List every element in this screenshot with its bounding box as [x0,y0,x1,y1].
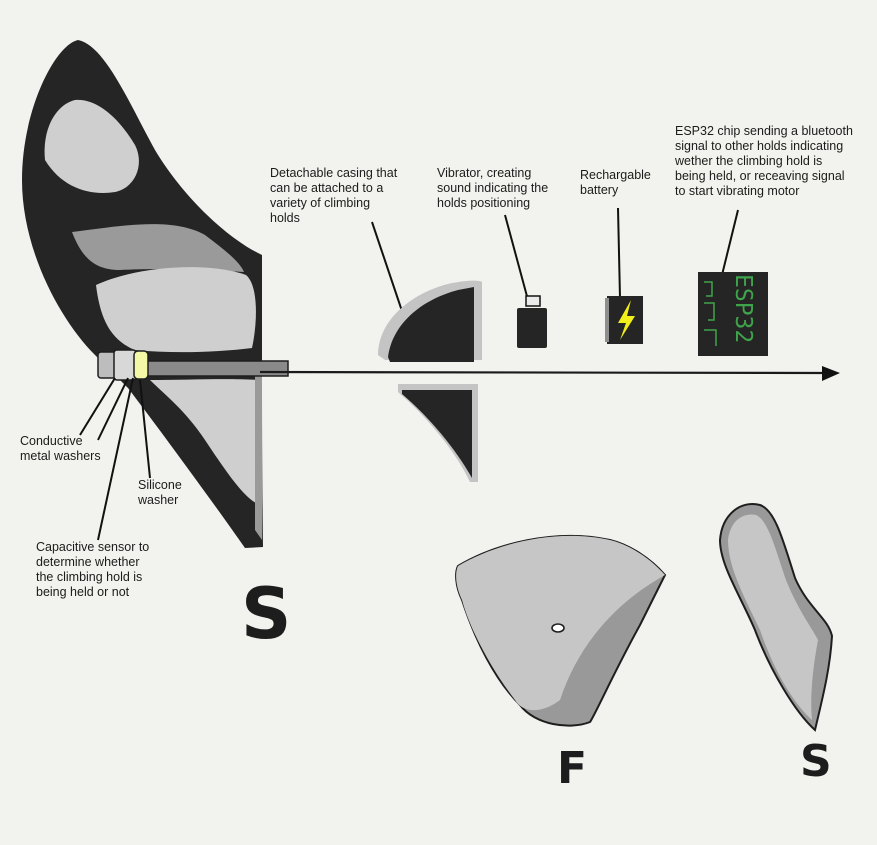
arrow-head [822,366,840,381]
leader-conductive-2 [97,377,129,441]
hold-middle-band [72,224,244,272]
chip-body [698,272,768,356]
bolt-hole [551,623,565,633]
vibrator-body [517,308,547,348]
view-letter-front: F [557,743,587,794]
leader-silicone [139,379,151,479]
leader-esp32 [721,209,739,276]
casing-upper [388,287,474,362]
battery-side [605,298,609,342]
leader-capacitive [97,377,134,541]
leader-vibrator [504,214,529,301]
bolt-shaft [127,360,289,377]
vibrator-shaft [525,295,541,307]
leader-conductive [79,377,116,436]
chip-label: ESP32 [730,274,756,343]
climbing-hold-front-view [455,534,667,727]
esp32-chip: ESP32 [698,272,768,356]
label-esp32: ESP32 chip sending a bluetooth signal to… [675,124,853,198]
leader-lines [79,207,739,541]
label-vibrator: Vibrator, creating sound indicating the … [437,166,549,210]
label-capacitive-sensor: Capacitive sensor to determine whether t… [36,540,150,599]
hold-shadow-sliver [255,375,262,540]
leader-battery [617,207,621,299]
battery [605,296,643,344]
view-letter-side-small: S [800,736,832,787]
label-silicone-washer: Silicone washer [138,478,182,507]
conductive-washer-inner [113,349,137,381]
silicone-washer [133,350,149,380]
assembly-axis-arrow [259,366,840,381]
hold-bottom-pad [150,379,260,505]
leader-casing [371,221,406,321]
label-detachable-casing: Detachable casing that can be attached t… [270,166,398,225]
chip-traces [704,281,717,346]
bolt-assembly [97,349,289,381]
label-battery: Rechargable battery [580,168,651,197]
detachable-casing [378,280,482,482]
view-letter-side-main: S [241,573,291,655]
hold-upper-pad [44,99,139,193]
climbing-hold-small-side-view [718,503,834,732]
small-side-face [728,514,818,720]
front-face [456,535,665,711]
casing-lower [402,390,472,478]
label-conductive-washers: Conductive metal washers [20,434,101,463]
hold-lower-pad [96,267,256,353]
vibrator-motor [517,295,547,348]
climbing-hold-side-view [22,40,263,548]
bolt-icon [618,300,635,340]
